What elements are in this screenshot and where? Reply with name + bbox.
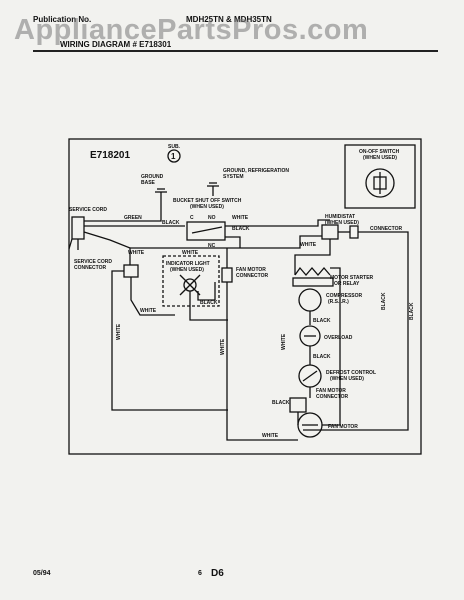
black-label-5: BLACK: [313, 354, 331, 360]
overload-label: OVERLOAD: [324, 335, 353, 341]
ground-base-2: BASE: [141, 180, 156, 186]
defrost-control-2: (WHEN USED): [330, 376, 364, 382]
motor-starter-1: MOTOR STARTER: [330, 275, 374, 281]
indicator-light-1: INDICATOR LIGHT: [166, 261, 210, 267]
service-cord-label: SERVICE CORD: [69, 207, 107, 213]
fan-motor-label: FAN MOTOR: [328, 424, 358, 430]
onoff-switch-1: ON-OFF SWITCH: [359, 149, 400, 155]
white-label-6: WHITE: [262, 433, 279, 439]
compressor-symbol: [298, 288, 322, 312]
white-label-2: WHITE: [128, 250, 145, 256]
switch-nc: NC: [208, 243, 216, 249]
footer-page: 6: [198, 570, 202, 577]
onoff-switch-2: (WHEN USED): [363, 155, 397, 161]
service-cord-connector-2: CONNECTOR: [74, 265, 107, 271]
black-label-1: BLACK: [162, 220, 180, 226]
connector-right: [349, 225, 359, 239]
fan-motor-connector-2: CONNECTOR: [236, 273, 269, 279]
publication-label: Publication No.: [33, 15, 92, 24]
model-number: MDH25TN & MDH35TN: [186, 15, 272, 24]
sub-circle: [167, 149, 181, 163]
black-label-6: BLACK: [272, 400, 290, 406]
footer-date: 05/94: [33, 570, 51, 577]
bucket-switch-box: [186, 221, 226, 241]
ground-base-1: GROUND: [141, 174, 164, 180]
bucket-switch-2: (WHEN USED): [190, 204, 224, 210]
service-cord-connector-1: SERVICE CORD: [74, 259, 112, 265]
header-rule: [33, 50, 438, 52]
humidistat: [321, 224, 339, 240]
motor-starter-coil: [294, 266, 331, 276]
black-label-vert-1: BLACK: [381, 292, 387, 310]
indicator-light-box: [162, 255, 220, 307]
humidistat-1: HUMIDISTAT: [325, 214, 355, 220]
diagram-frame: [68, 138, 422, 455]
white-label-vert-3: WHITE: [281, 333, 287, 350]
switch-no: NO: [208, 215, 216, 221]
black-label-3: BLACK: [200, 300, 218, 306]
fan-motor-connector-1: FAN MOTOR: [236, 267, 266, 273]
white-label-vert-1: WHITE: [116, 323, 122, 340]
black-label-4: BLACK: [313, 318, 331, 324]
onoff-switch-box: [344, 144, 416, 209]
compressor-1: COMPRESSOR: [326, 293, 363, 299]
bucket-switch-1: BUCKET SHUT OFF SWITCH: [173, 198, 242, 204]
motor-starter-relay: [292, 277, 334, 287]
fan-motor-connector-mid: [221, 267, 233, 283]
white-label-vert-2: WHITE: [220, 338, 226, 355]
ground-refrig-1: GROUND, REFRIGERATION: [223, 168, 289, 174]
footer-section: D6: [211, 568, 224, 579]
wiring-diagram-title: WIRING DIAGRAM # E718301: [60, 40, 172, 49]
fan-motor-connector-bottom: [289, 397, 307, 413]
fan-motor-connector-3: FAN MOTOR: [316, 388, 346, 394]
sub-number: 1: [171, 152, 176, 161]
connector-label: CONNECTOR: [370, 226, 403, 232]
humidistat-2: (WHEN USED): [325, 220, 359, 226]
onoff-switch-dial: [365, 168, 395, 198]
white-label-3: WHITE: [182, 250, 199, 256]
watermark: AppliancePartsPros.com: [14, 14, 369, 46]
service-cord-plug: [71, 216, 85, 240]
white-label-top: WHITE: [232, 215, 249, 221]
black-label-vert-2: BLACK: [409, 302, 415, 320]
fan-motor-connector-4: CONNECTOR: [316, 394, 349, 400]
service-cord-connector: [123, 264, 139, 278]
motor-starter-2: OR RELAY: [334, 281, 360, 287]
sub-label: SUB.: [168, 144, 181, 150]
black-label-2: BLACK: [232, 226, 250, 232]
white-label-4: WHITE: [300, 242, 317, 248]
ground-refrig-2: SYSTEM: [223, 174, 244, 180]
white-label-5: WHITE: [140, 308, 157, 314]
green-label: GREEN: [124, 215, 142, 221]
diagram-id: E718201: [90, 150, 130, 161]
defrost-control-1: DEFROST CONTROL: [326, 370, 376, 376]
indicator-light-2: (WHEN USED): [170, 267, 204, 273]
switch-c: C: [190, 215, 194, 221]
compressor-2: (R.S.I.R.): [328, 299, 349, 305]
